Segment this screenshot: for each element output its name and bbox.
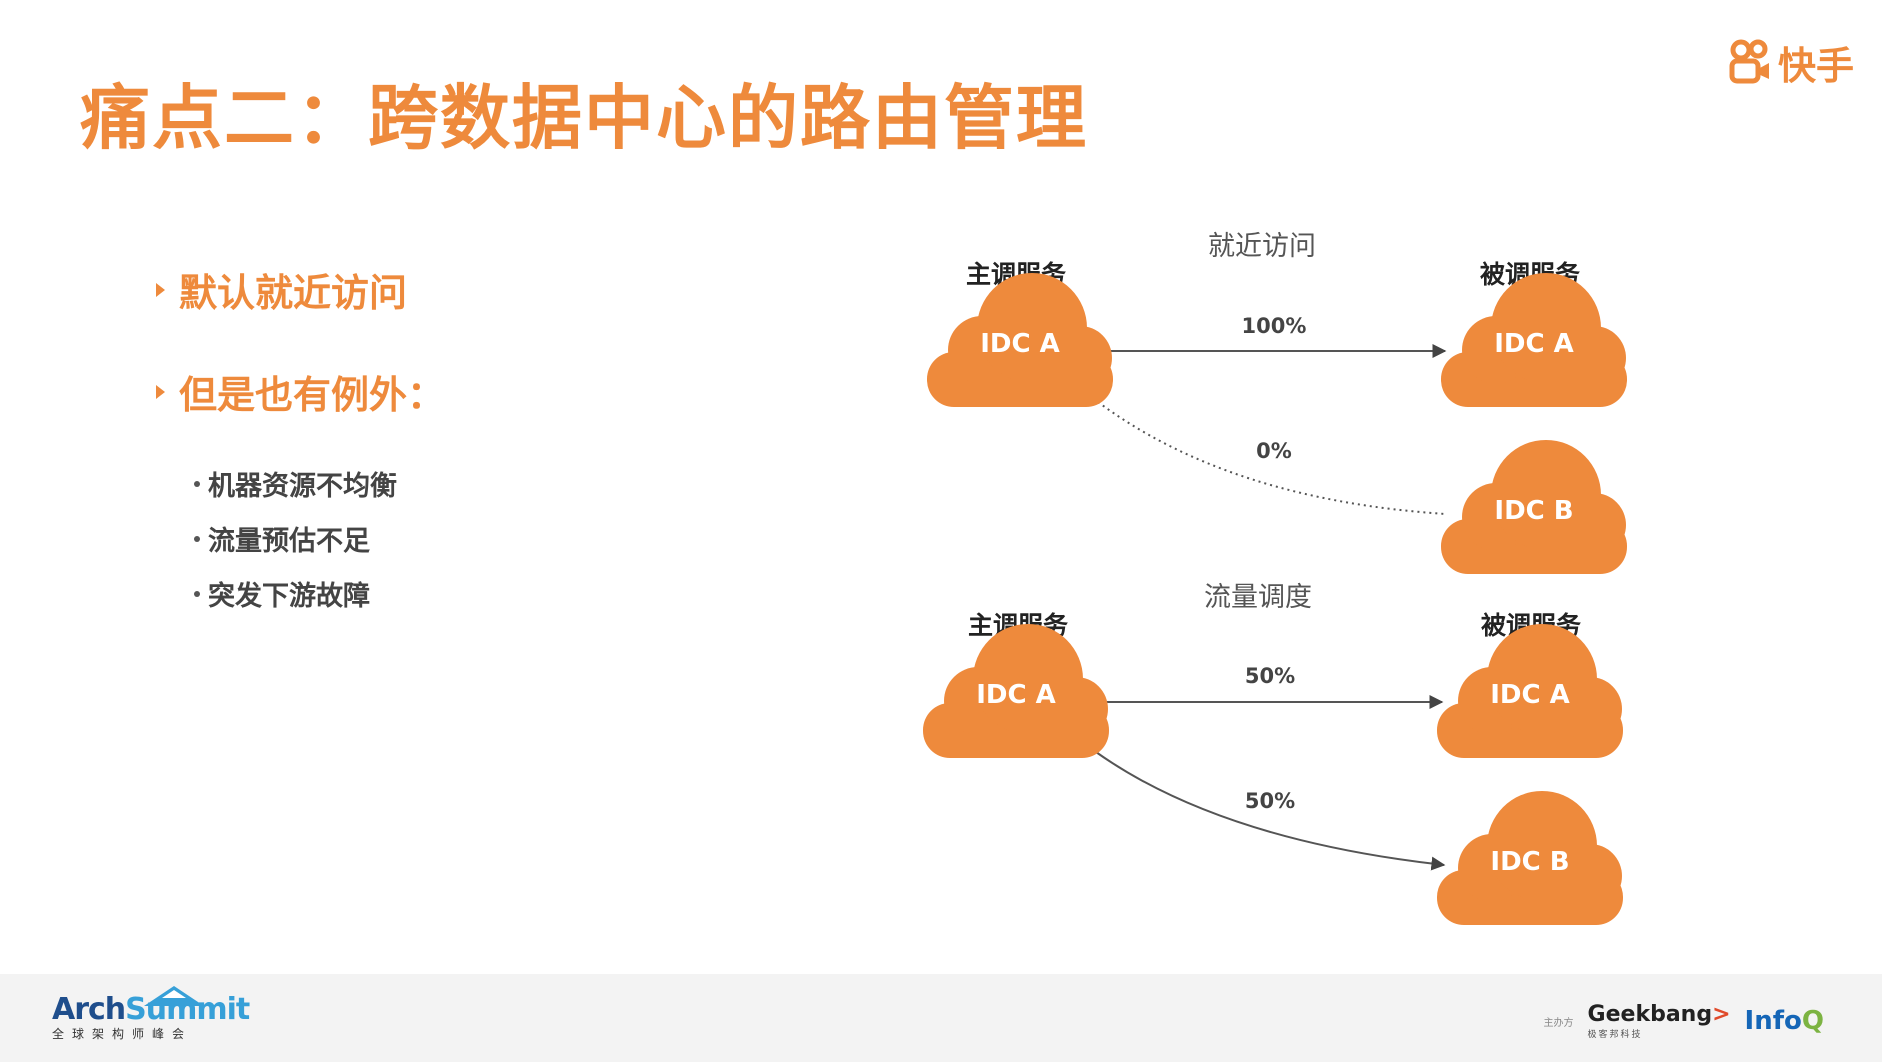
sub-bullet: 流量预估不足 <box>194 519 370 558</box>
brand-name: 快手 <box>1777 43 1854 88</box>
diagram-title: 流量调度 <box>1204 582 1312 613</box>
cloud-label: IDC A <box>1494 329 1574 359</box>
geekbang-name: Geekbang <box>1587 1002 1713 1027</box>
bullet-exceptions: 但是也有例外： <box>156 364 445 419</box>
mountain-icon <box>144 986 204 1006</box>
dot-bullet-icon <box>194 535 200 542</box>
edge-label-b: 0% <box>1256 439 1292 463</box>
footer: ArchSummit 全球架构师峰会 主办方 Geekbang> 极客邦科技 I… <box>0 974 1882 1062</box>
cloud-callee-idc-a: IDC A <box>1437 624 1623 758</box>
dot-bullet-icon <box>194 480 200 487</box>
infoq-name-part2: Q <box>1801 1006 1824 1036</box>
kuaishou-logo-icon <box>1729 39 1769 84</box>
dot-bullet-icon <box>194 590 200 597</box>
cloud-label: IDC B <box>1494 496 1573 526</box>
edge-label-a: 50% <box>1245 664 1295 688</box>
cloud-label: IDC B <box>1490 847 1569 877</box>
diagram-title: 就近访问 <box>1208 231 1316 262</box>
bullet-text: 默认就近访问 <box>179 271 408 315</box>
chevron-right-icon: > <box>1712 1002 1731 1027</box>
sub-bullet: 突发下游故障 <box>194 574 370 613</box>
archsummit-name: ArchSummit <box>52 992 250 1027</box>
cloud-label: IDC A <box>1490 680 1570 710</box>
edge-to-idc-b <box>1095 751 1446 871</box>
host-label: 主办方 <box>1543 1017 1574 1029</box>
sub-bullet: 机器资源不均衡 <box>194 464 397 503</box>
cloud-caller-idc-a: IDC A <box>927 273 1113 407</box>
triangle-bullet-icon <box>156 282 165 297</box>
archsummit-subtitle: 全球架构师峰会 <box>52 1027 193 1041</box>
infoq-name-part1: Info <box>1744 1006 1802 1036</box>
cloud-label: IDC A <box>980 329 1060 359</box>
geekbang-subtitle: 极客邦科技 <box>1587 1030 1643 1040</box>
edge-label-b: 50% <box>1245 789 1295 813</box>
infoq-logo: InfoQ <box>1745 1006 1824 1036</box>
geekbang-logo: Geekbang> 极客邦科技 <box>1588 1002 1731 1040</box>
routing-diagram: 就近访问 主调服务 被调服务 100% 0% IDC A IDC A IDC B… <box>923 231 1627 925</box>
sub-bullet-text: 机器资源不均衡 <box>208 471 397 502</box>
bullet-default-nearest: 默认就近访问 <box>156 262 407 317</box>
sub-bullet-text: 突发下游故障 <box>208 581 370 612</box>
triangle-bullet-icon <box>156 384 165 399</box>
cloud-label: IDC A <box>976 680 1056 710</box>
sponsor-logos: 主办方 Geekbang> 极客邦科技 InfoQ <box>1544 1002 1824 1040</box>
cloud-callee-idc-b: IDC B <box>1441 440 1627 574</box>
cloud-caller-idc-a: IDC A <box>923 624 1109 758</box>
slide-title: 痛点二：跨数据中心的路由管理 <box>80 77 1088 159</box>
archsummit-name-part1: Arch <box>52 992 126 1027</box>
cloud-callee-idc-a: IDC A <box>1441 273 1627 407</box>
archsummit-logo: ArchSummit 全球架构师峰会 <box>52 986 250 1042</box>
sub-bullet-text: 流量预估不足 <box>208 526 370 557</box>
brand-logo: 快手 <box>1728 36 1854 88</box>
diagram-nearest-access: 就近访问 主调服务 被调服务 100% 0% IDC A IDC A IDC B <box>927 231 1627 574</box>
diagram-traffic-scheduling: 流量调度 主调服务 被调服务 50% 50% IDC A IDC A IDC B <box>923 582 1623 925</box>
cloud-callee-idc-b: IDC B <box>1437 791 1623 925</box>
edge-label-a: 100% <box>1242 314 1307 338</box>
bullet-text: 但是也有例外： <box>179 373 446 417</box>
